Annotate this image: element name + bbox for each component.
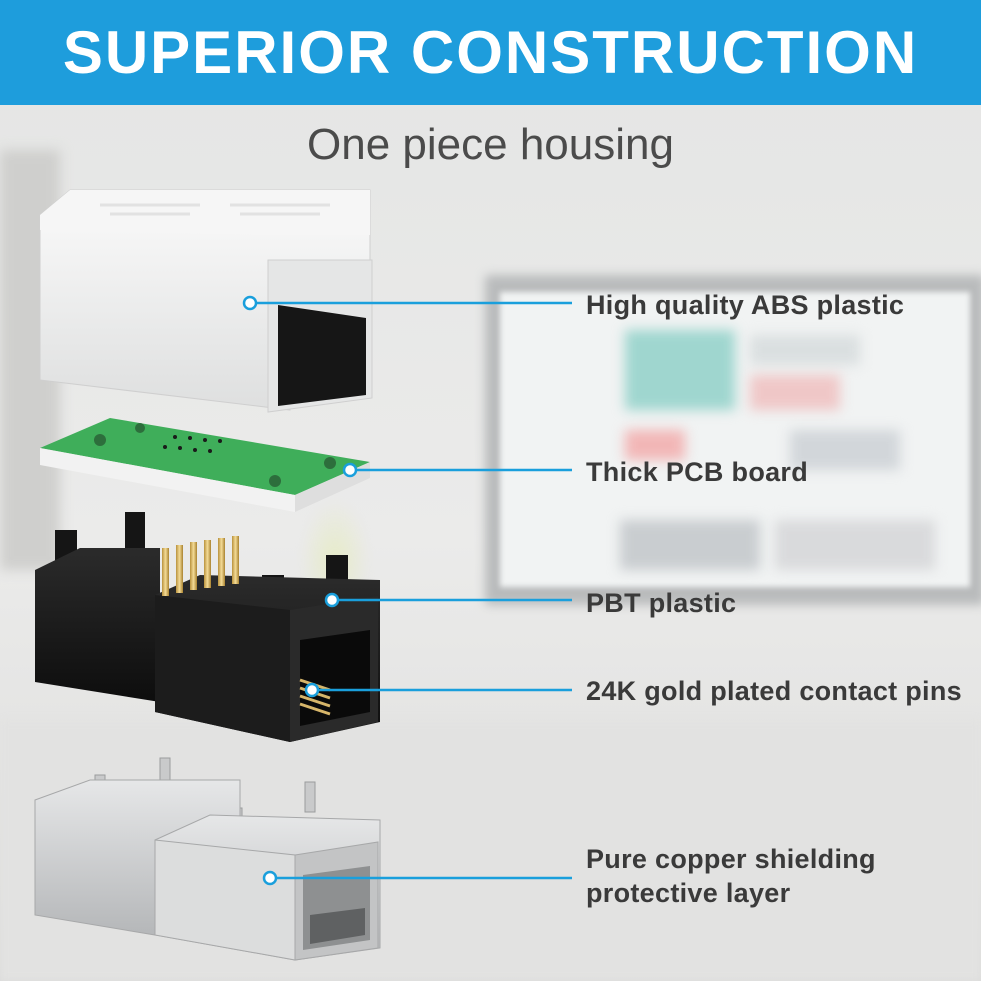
callout-abs-plastic: High quality ABS plastic [586, 290, 905, 320]
title-banner: SUPERIOR CONSTRUCTION [0, 0, 981, 105]
callout-pbt-plastic: PBT plastic [586, 588, 737, 618]
abs-housing-part [39, 189, 373, 413]
callout-lines [242, 295, 572, 886]
callout-pcb-board: Thick PCB board [586, 457, 809, 487]
page-subtitle: One piece housing [307, 120, 674, 169]
callout-copper-shield: Pure copper shielding protective layer [586, 844, 876, 908]
pcb-board-part [40, 418, 370, 512]
copper-shield-part [34, 757, 381, 961]
page-title: SUPERIOR CONSTRUCTION [62, 19, 919, 86]
pbt-housing-part [35, 512, 380, 742]
callout-gold-pins: 24K gold plated contact pins [586, 676, 962, 706]
